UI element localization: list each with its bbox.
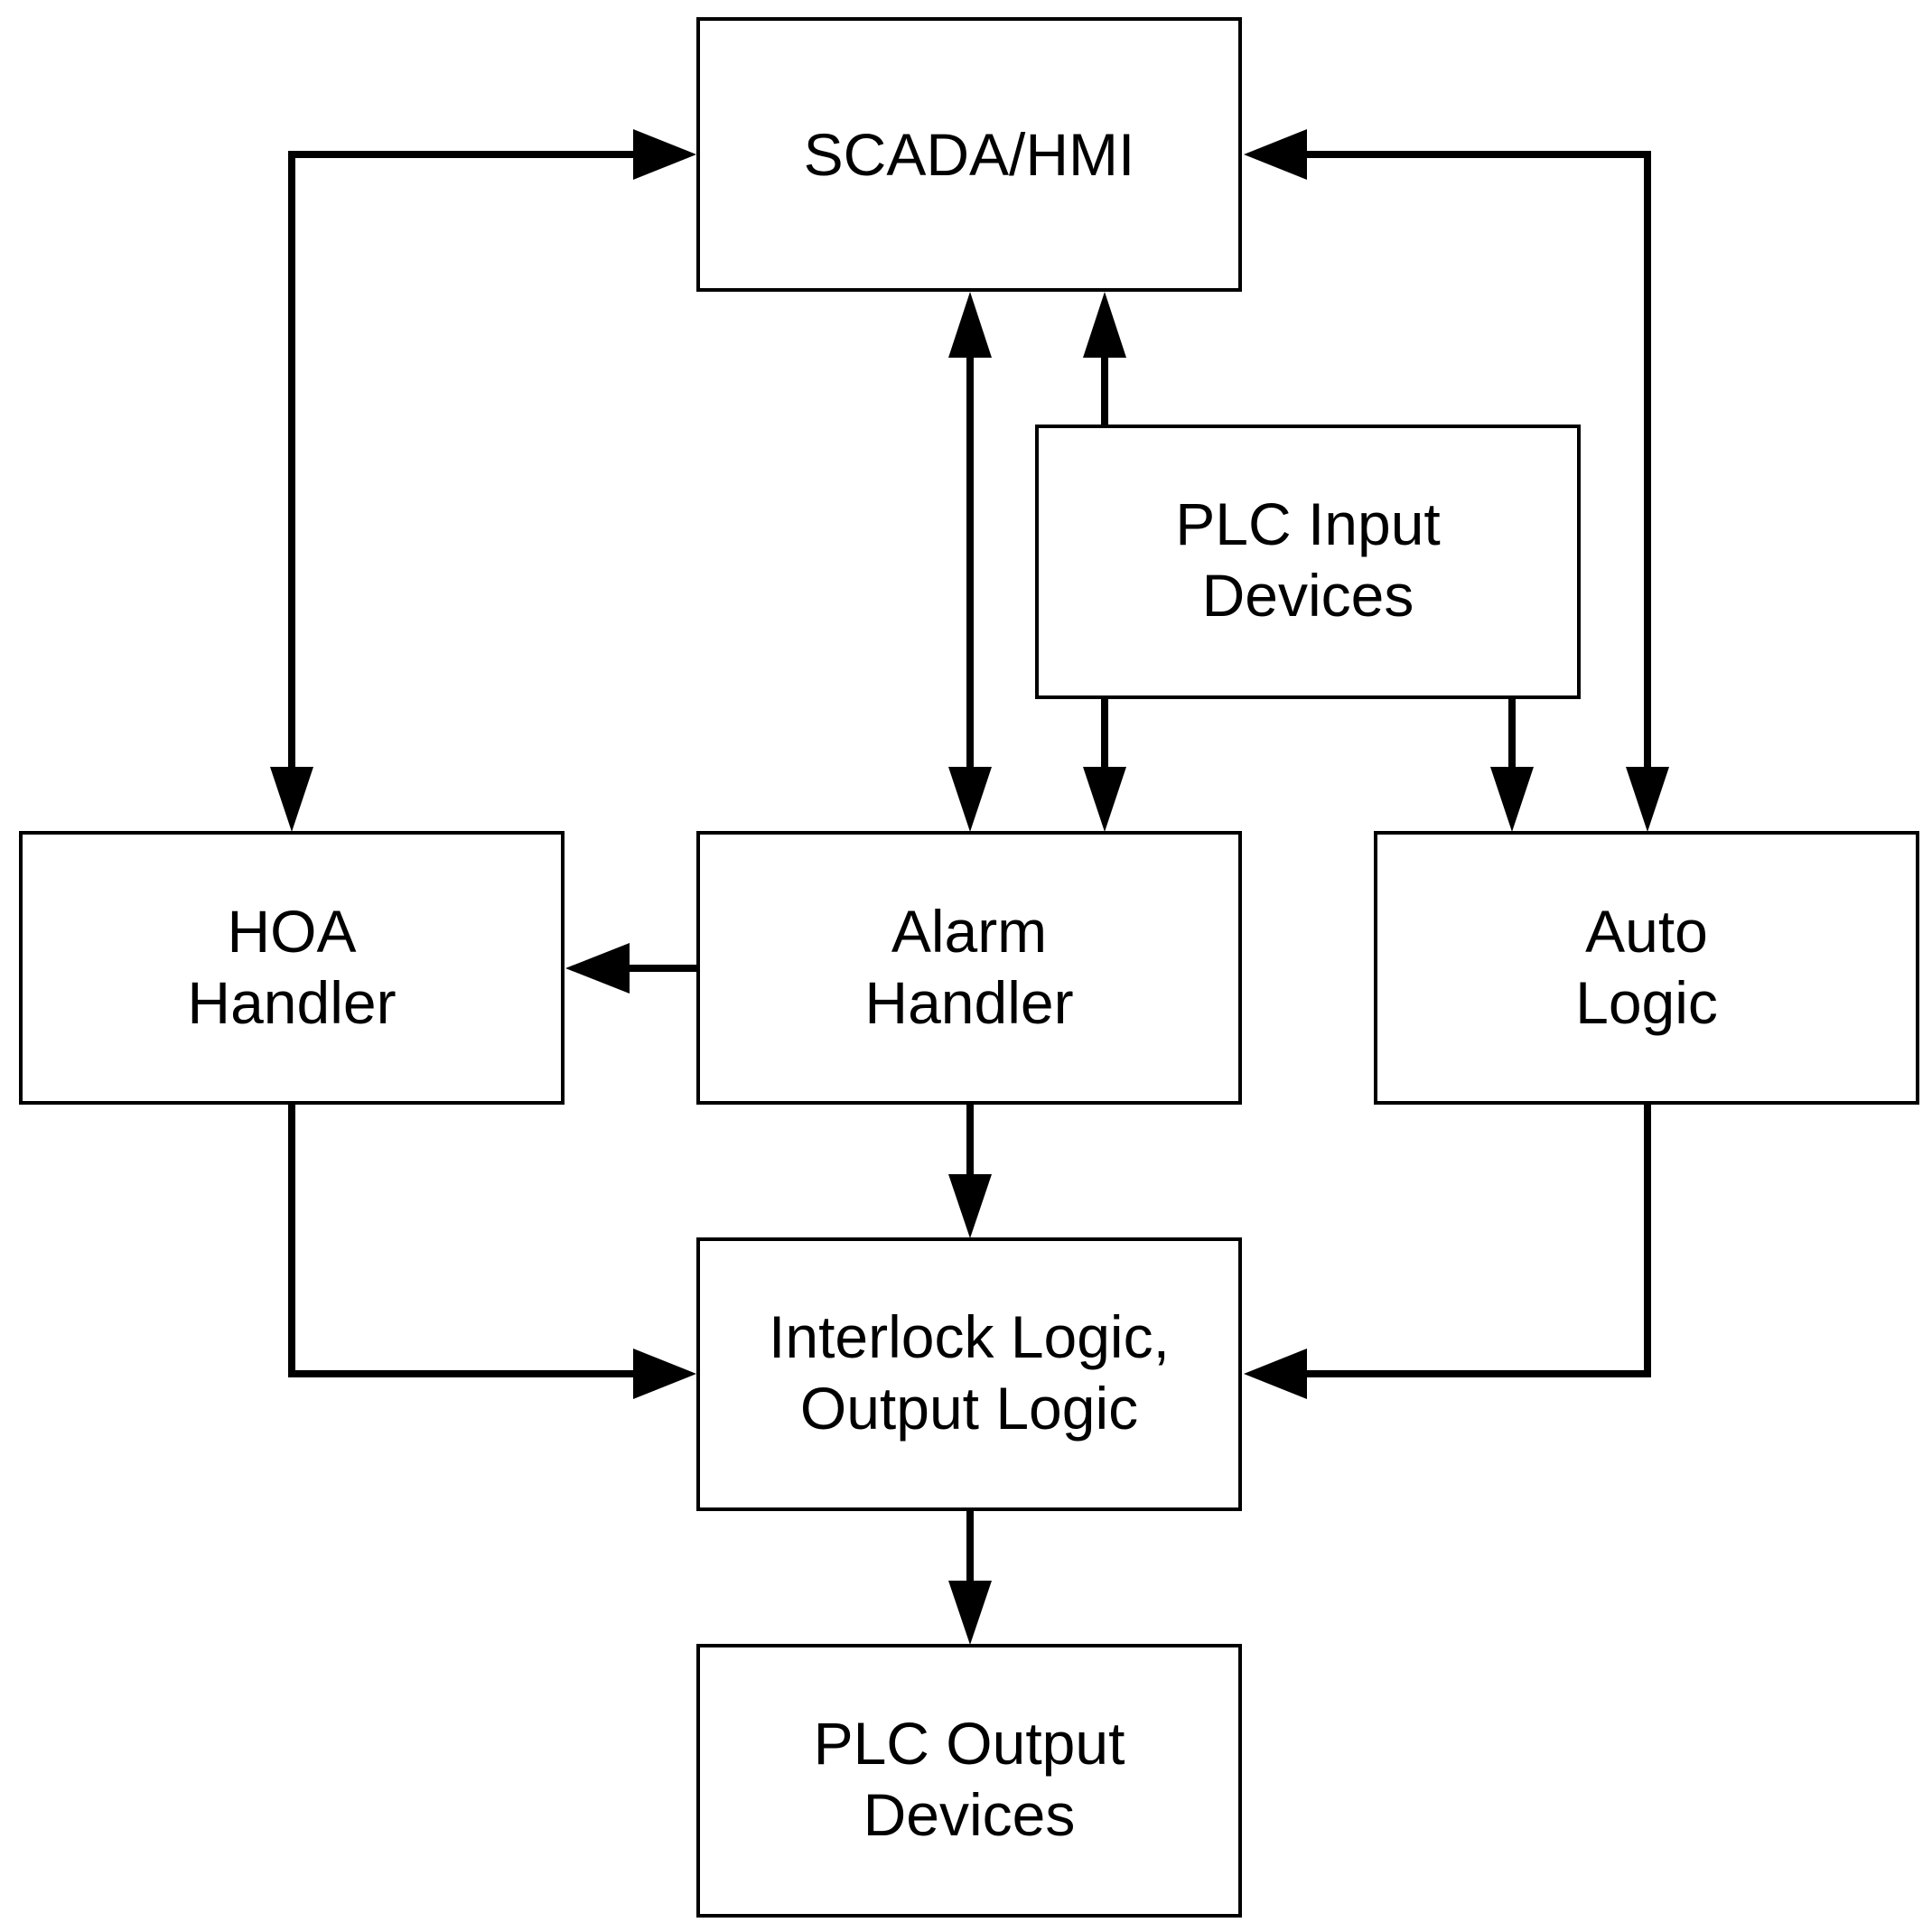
block-plc-input-devices-label-line-2: Devices <box>1202 562 1414 629</box>
arrowhead-left <box>565 943 630 994</box>
block-auto-logic-frame <box>1374 831 1919 1105</box>
block-scada-hmi-label: SCADA/HMI <box>804 121 1135 188</box>
block-plc-output-devices: PLC Output Devices <box>696 1644 1242 1918</box>
block-alarm-handler: Alarm Handler <box>696 831 1242 1105</box>
connector-scada-auto <box>1297 151 1651 776</box>
connector-auto-interlock <box>1297 1100 1651 1377</box>
arrowhead-down <box>948 767 992 832</box>
arrowhead-down <box>948 1174 992 1238</box>
block-interlock-output-logic-label-line-1: Interlock Logic, <box>769 1303 1170 1370</box>
connector-scada-hoa <box>288 151 640 776</box>
arrowhead-up <box>1083 292 1126 358</box>
block-auto-logic-label-line-2: Logic <box>1575 969 1718 1036</box>
block-plc-output-devices-label-line-2: Devices <box>863 1781 1076 1848</box>
block-interlock-output-logic-label-line-2: Output Logic <box>800 1375 1138 1442</box>
arrowhead-down <box>270 767 313 832</box>
block-plc-input-devices-label-line-1: PLC Input <box>1175 490 1441 557</box>
block-alarm-handler-label-line-2: Handler <box>864 969 1073 1036</box>
arrowhead-down <box>948 1581 992 1645</box>
arrowhead-right <box>633 1349 696 1399</box>
block-interlock-output-logic-frame <box>696 1237 1242 1511</box>
arrowhead-left <box>1244 129 1307 180</box>
arrowhead-left <box>1244 1349 1307 1399</box>
block-plc-output-devices-frame <box>696 1644 1242 1918</box>
block-auto-logic: Auto Logic <box>1374 831 1919 1105</box>
arrowhead-up <box>948 292 992 358</box>
block-alarm-handler-label-line-1: Alarm <box>891 898 1047 965</box>
block-plc-input-devices: PLC Input Devices <box>1035 425 1581 699</box>
block-hoa-handler-label-line-2: Handler <box>187 969 396 1036</box>
arrowhead-down <box>1490 767 1534 832</box>
arrowhead-down <box>1626 767 1669 832</box>
block-scada-hmi-frame <box>696 17 1242 292</box>
block-auto-logic-label-line-1: Auto <box>1585 898 1708 965</box>
block-scada-hmi: SCADA/HMI <box>696 17 1242 292</box>
block-hoa-handler: HOA Handler <box>19 831 565 1105</box>
connector-lines <box>288 151 1651 1590</box>
arrowhead-down <box>1083 767 1126 832</box>
block-plc-output-devices-label-line-1: PLC Output <box>814 1710 1125 1777</box>
connector-hoa-interlock <box>288 1100 640 1377</box>
block-interlock-output-logic: Interlock Logic, Output Logic <box>696 1237 1242 1511</box>
arrowheads <box>270 129 1669 1645</box>
block-alarm-handler-frame <box>696 831 1242 1105</box>
block-hoa-handler-label-line-1: HOA <box>227 898 356 965</box>
block-plc-input-devices-frame <box>1035 425 1581 699</box>
arrowhead-right <box>633 129 696 180</box>
block-hoa-handler-frame <box>19 831 565 1105</box>
